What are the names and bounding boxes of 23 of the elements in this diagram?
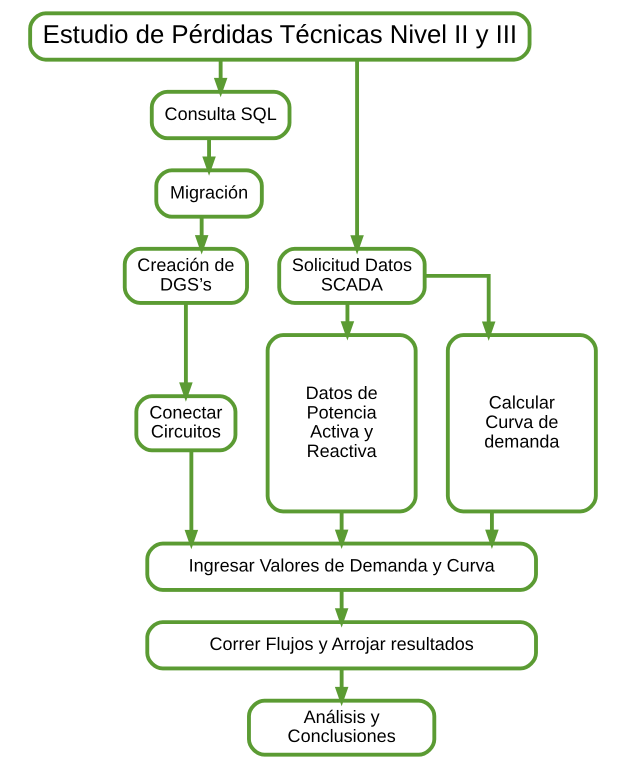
node-box: Correr Flujos y Arrojar resultados bbox=[145, 620, 538, 670]
arrow bbox=[485, 512, 499, 550]
arrow bbox=[424, 274, 496, 341]
node-box: Conectar Circuitos bbox=[134, 394, 238, 452]
arrow bbox=[334, 668, 348, 706]
node-box: Datos de Potencia Activa y Reactiva bbox=[266, 333, 418, 514]
node-box: Migración bbox=[154, 168, 264, 219]
arrow bbox=[214, 60, 228, 98]
node-box: Calcular Curva de demanda bbox=[446, 333, 598, 514]
node-box: Solicitud Datos SCADA bbox=[277, 246, 427, 305]
node-box: Consulta SQL bbox=[150, 90, 292, 140]
node-box: Ingresar Valores de Demanda y Curva bbox=[145, 542, 538, 592]
arrow bbox=[202, 138, 216, 176]
arrow bbox=[334, 512, 348, 550]
arrow bbox=[194, 216, 208, 254]
arrow bbox=[350, 60, 364, 255]
node-box: Creación de DGS’s bbox=[122, 246, 249, 305]
node-box: Análisis y Conclusiones bbox=[247, 698, 436, 757]
node-box: Estudio de Pérdidas Técnicas Nivel II y III bbox=[28, 11, 532, 62]
arrow bbox=[334, 590, 348, 628]
arrow bbox=[184, 450, 198, 550]
arrow bbox=[340, 302, 354, 341]
arrow bbox=[179, 302, 193, 402]
